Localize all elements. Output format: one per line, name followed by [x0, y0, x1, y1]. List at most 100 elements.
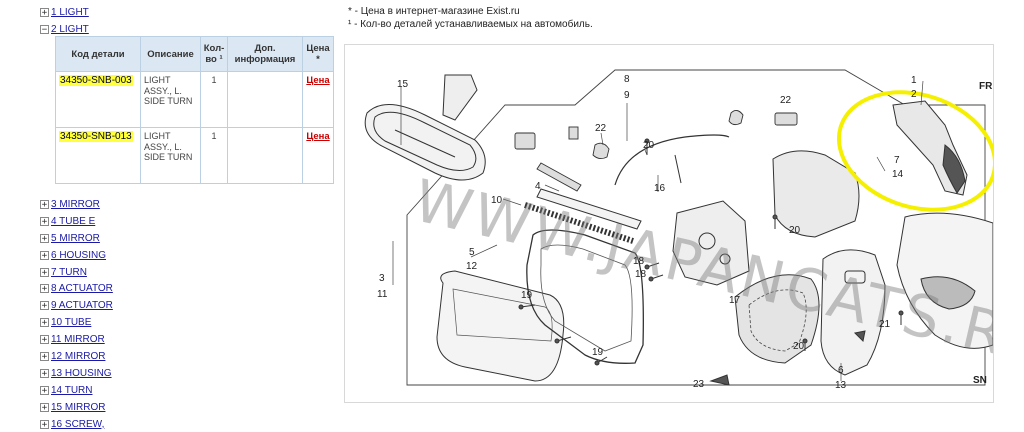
part-qty: 1 [200, 127, 228, 184]
callout-9: 9 [624, 90, 630, 101]
part-code[interactable]: 34350-SNB-003 [59, 75, 133, 86]
expand-toggle[interactable]: + [40, 419, 49, 430]
tree-item-label[interactable]: 2 LIGHT [51, 23, 89, 35]
tree-item[interactable]: +16 SCREW, [40, 416, 340, 432]
tree-item[interactable]: +4 TUBE E [40, 213, 340, 230]
turn-signal-lens [942, 144, 966, 194]
table-row: 34350-SNB-013 LIGHT ASSY., L. SIDE TURN … [55, 127, 334, 184]
mirror-glass [436, 270, 565, 382]
callout-14: 14 [892, 169, 904, 180]
tree-item[interactable]: +5 MIRROR [40, 230, 340, 247]
tree-item-label[interactable]: 8 ACTUATOR [51, 283, 113, 295]
tree-item[interactable]: +14 TURN [40, 382, 340, 399]
price-link[interactable]: Цена [306, 75, 330, 86]
tree-item-label[interactable]: 7 TURN [51, 266, 87, 278]
part-code[interactable]: 34350-SNB-013 [59, 131, 133, 142]
tree-item-label[interactable]: 14 TURN [51, 384, 93, 396]
tree-item-label[interactable]: 9 ACTUATOR [51, 300, 113, 312]
expand-toggle[interactable]: + [40, 351, 49, 362]
highlight-circle [836, 90, 993, 212]
qty-footnote: ¹ - Кол-во деталей устанавливаемых на ав… [348, 19, 593, 30]
callout-20: 20 [643, 140, 655, 151]
collapse-toggle[interactable]: − [40, 24, 49, 35]
footnotes: * - Цена в интернет-магазине Exist.ru ¹ … [348, 5, 593, 31]
callout-2: 2 [911, 89, 917, 100]
callout-13: 13 [835, 380, 847, 391]
callout-23: 23 [693, 379, 705, 390]
tree-item-label[interactable]: 16 SCREW, [51, 418, 105, 430]
tree-item[interactable]: +13 HOUSING [40, 365, 340, 382]
tree-item[interactable]: +8 ACTUATOR [40, 280, 340, 297]
rearview-mirror [364, 74, 486, 181]
tree-item-label[interactable]: 5 MIRROR [51, 232, 100, 244]
corner-label-top: FR [979, 81, 993, 92]
expand-toggle[interactable]: + [40, 250, 49, 261]
callout-4: 4 [535, 181, 541, 192]
wire-harness [614, 134, 730, 186]
callout-18: 18 [633, 256, 645, 267]
callout-18: 18 [635, 269, 647, 280]
expand-toggle[interactable]: + [40, 216, 49, 227]
wire-harness [674, 154, 682, 184]
expand-toggle[interactable]: + [40, 301, 49, 312]
tree-item-label[interactable]: 10 TUBE [51, 317, 92, 329]
tree-item[interactable]: +11 MIRROR [40, 331, 340, 348]
tree-item-label[interactable]: 12 MIRROR [51, 350, 106, 362]
part-description: LIGHT ASSY., L. SIDE TURN [140, 127, 201, 184]
expand-toggle[interactable]: + [40, 284, 49, 295]
callout-22: 22 [595, 123, 607, 134]
callout-22: 22 [780, 95, 792, 106]
expand-toggle[interactable]: + [40, 402, 49, 413]
price-link[interactable]: Цена [306, 131, 330, 142]
tree-item[interactable]: +6 HOUSING [40, 247, 340, 264]
tree-item[interactable]: +10 TUBE [40, 314, 340, 331]
callout-5: 5 [469, 247, 475, 258]
mirror-base [734, 274, 820, 364]
callout-3: 3 [379, 273, 385, 284]
expand-toggle[interactable]: + [40, 385, 49, 396]
tree-item-label[interactable]: 11 MIRROR [51, 334, 105, 346]
tree-item-label[interactable]: 1 LIGHT [51, 6, 89, 18]
tree-item-label[interactable]: 4 TUBE E [51, 215, 96, 227]
tree-item[interactable]: +15 MIRROR [40, 399, 340, 416]
screw-parts [518, 138, 904, 386]
callout-19: 19 [521, 290, 533, 301]
tree-item[interactable]: +7 TURN [40, 264, 340, 281]
parts-tree: + 1 LIGHT − 2 LIGHT [40, 4, 340, 38]
part-description: LIGHT ASSY., L. SIDE TURN [140, 71, 201, 128]
part-qty: 1 [200, 71, 228, 128]
col-header-description: Описание [140, 36, 201, 72]
callout-7: 7 [894, 155, 900, 166]
callout-15: 15 [397, 79, 409, 90]
expand-toggle[interactable]: + [40, 233, 49, 244]
part-code-cell: 34350-SNB-013 [55, 127, 141, 184]
col-header-qty: Кол-во ¹ [200, 36, 228, 72]
part-info [227, 127, 303, 184]
tree-item-label[interactable]: 13 HOUSING [51, 367, 112, 379]
tree-item-1-light[interactable]: + 1 LIGHT [40, 4, 340, 21]
tree-item-label[interactable]: 6 HOUSING [51, 249, 107, 261]
expand-toggle[interactable]: + [40, 368, 49, 379]
col-header-info: Доп. информация [227, 36, 303, 72]
col-header-price: Цена * [302, 36, 334, 72]
callout-12: 12 [466, 261, 478, 272]
callout-16: 16 [654, 183, 666, 194]
housing-cover [820, 249, 886, 376]
tree-item[interactable]: +9 ACTUATOR [40, 297, 340, 314]
tree-item[interactable]: +3 MIRROR [40, 196, 340, 213]
tree-item-2-light[interactable]: − 2 LIGHT [40, 21, 340, 38]
expand-toggle[interactable]: + [40, 267, 49, 278]
tree-item-label[interactable]: 15 MIRROR [51, 401, 106, 413]
callout-19: 19 [592, 347, 604, 358]
tree-item-label[interactable]: 3 MIRROR [51, 198, 100, 210]
expand-toggle[interactable]: + [40, 318, 49, 329]
tree-item[interactable]: +12 MIRROR [40, 348, 340, 365]
callout-21: 21 [879, 319, 891, 330]
expand-toggle[interactable]: + [40, 199, 49, 210]
callout-20: 20 [793, 341, 805, 352]
expand-toggle[interactable]: + [40, 7, 49, 18]
callout-6: 6 [838, 365, 844, 376]
leader-lines [392, 80, 924, 381]
mirror-holder [526, 229, 644, 364]
expand-toggle[interactable]: + [40, 335, 49, 346]
